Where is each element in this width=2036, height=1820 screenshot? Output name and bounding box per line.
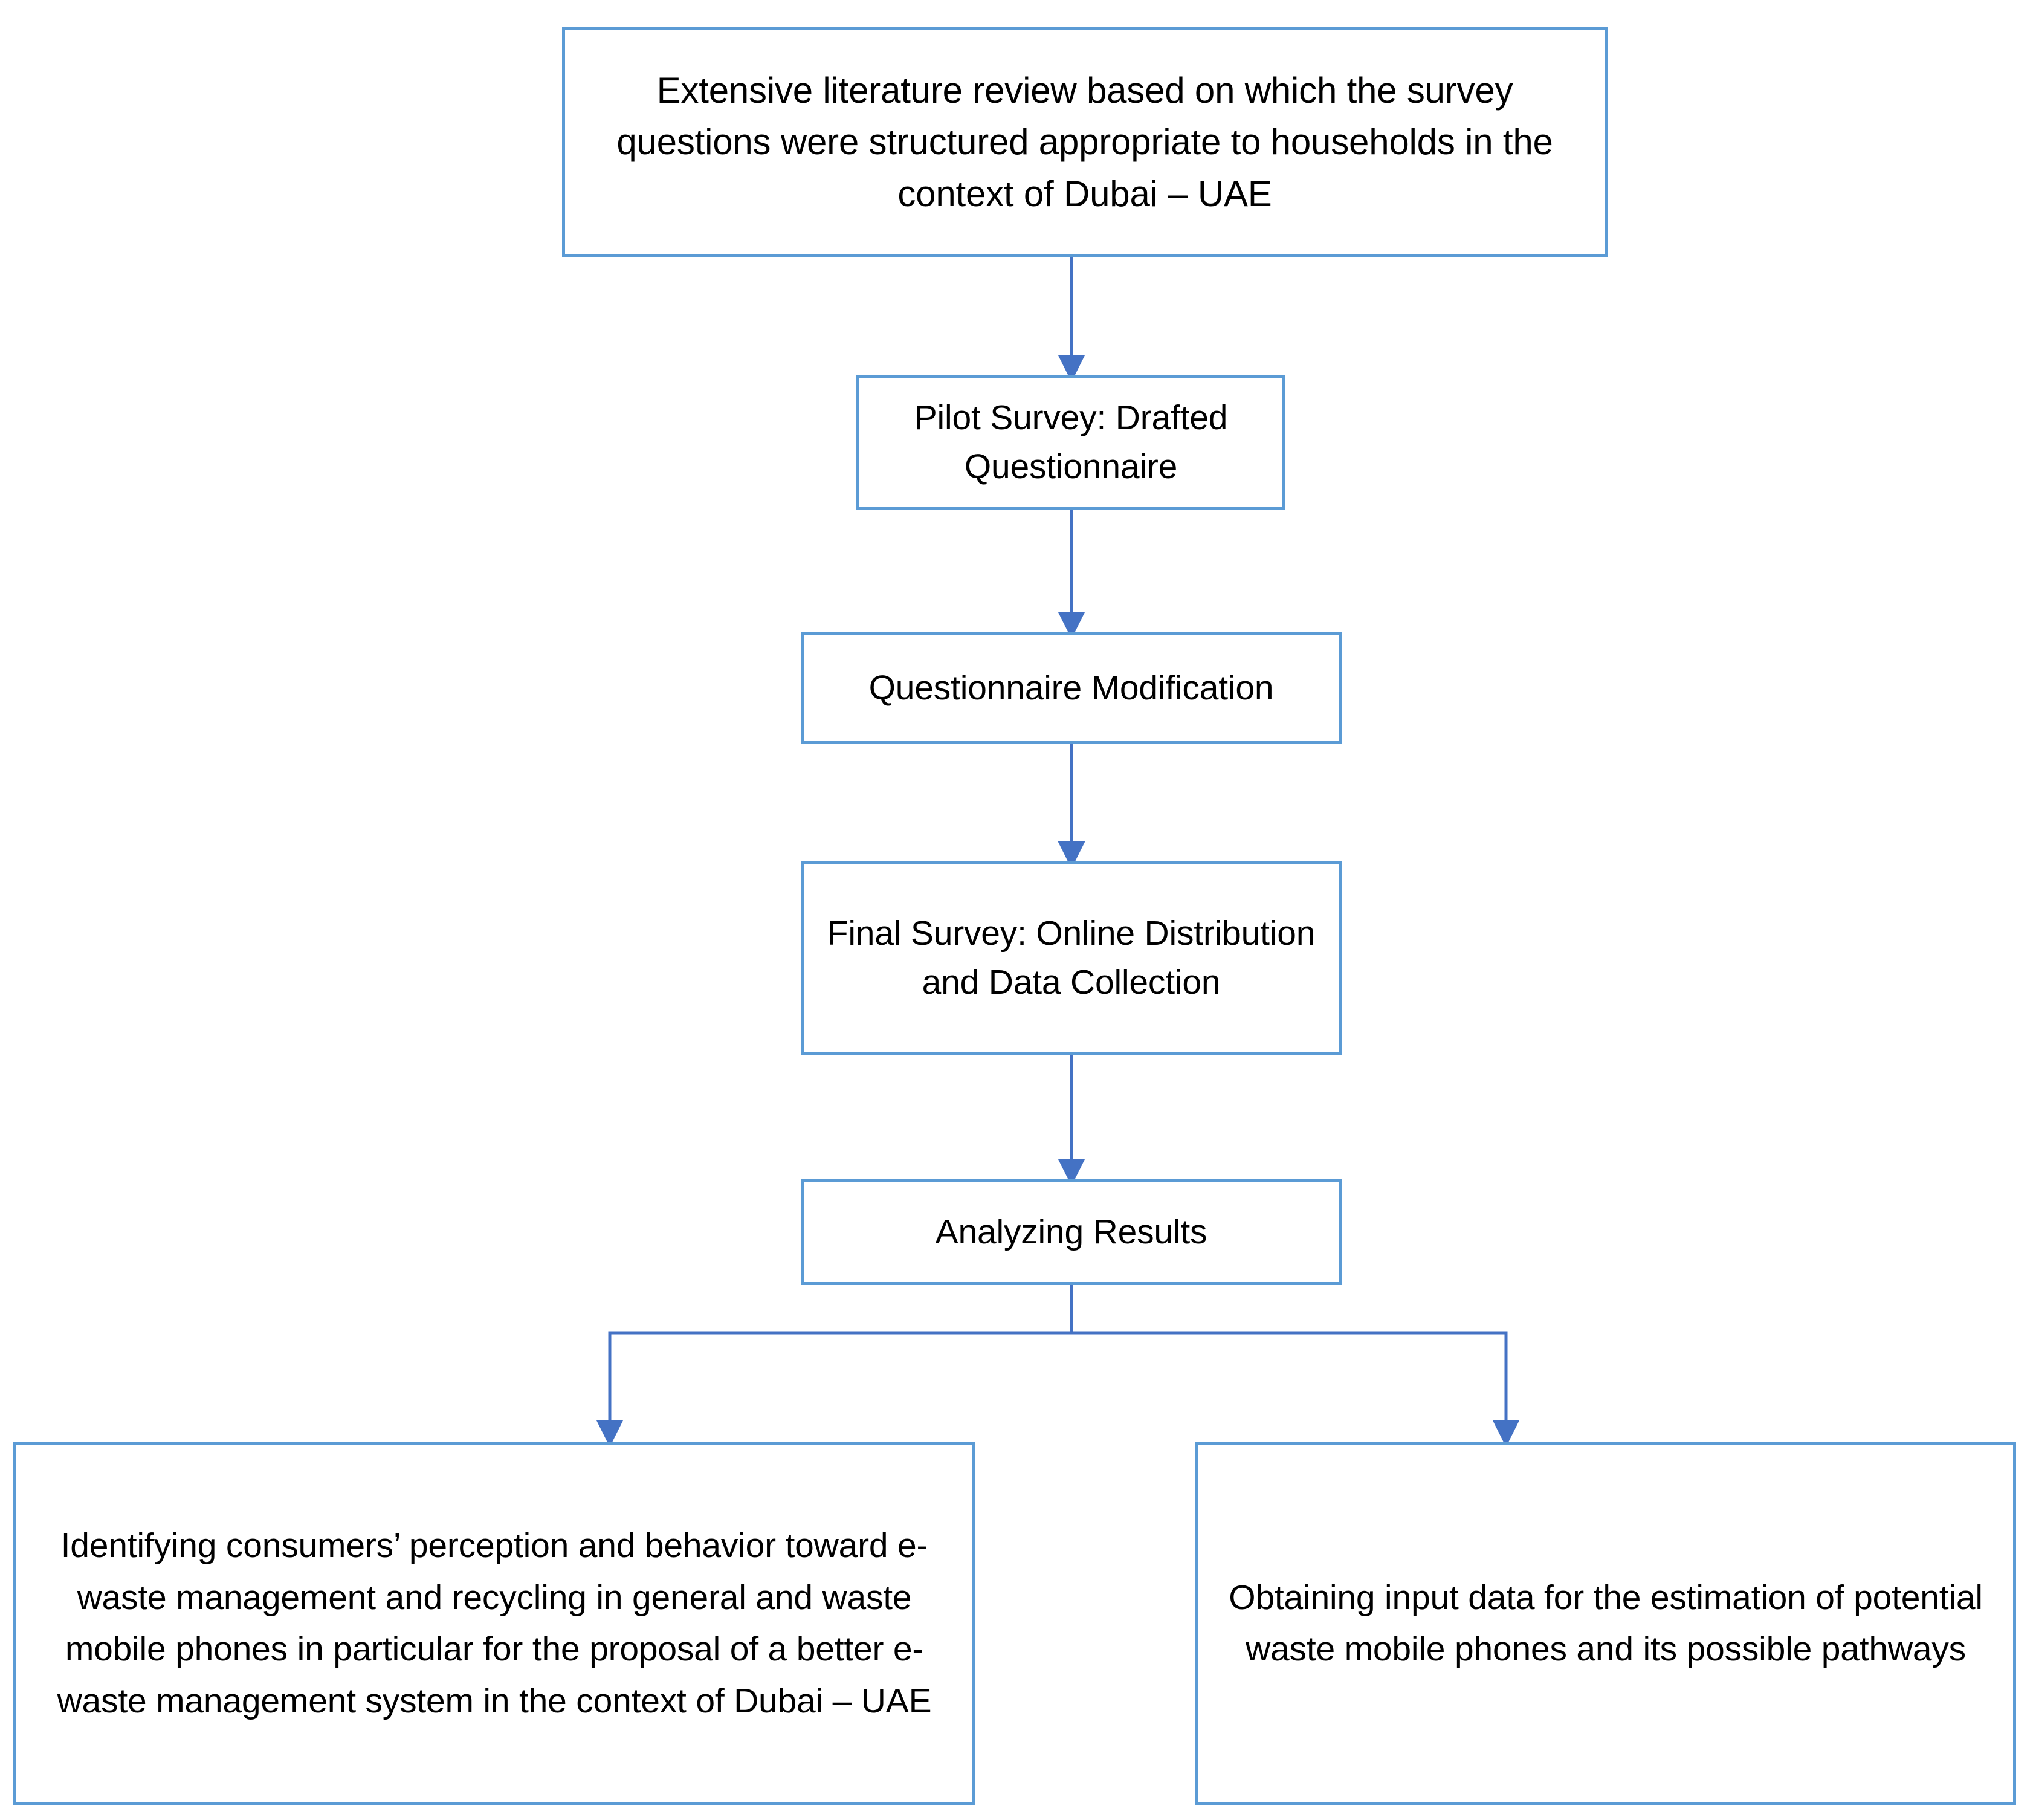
node-analyzing-results-label: Analyzing Results [935,1212,1207,1251]
node-final-survey[interactable]: Final Survey: Online Distribution and Da… [801,861,1342,1055]
node-questionnaire-modification[interactable]: Questionnaire Modification [801,632,1342,744]
node-literature-review-label: Extensive literature review based on whi… [616,70,1553,214]
node-pilot-survey[interactable]: Pilot Survey: Drafted Questionnaire [856,375,1285,510]
node-input-data-label: Obtaining input data for the estimation … [1229,1578,1983,1669]
edge-analyzing-to-input-data [1071,1331,1520,1448]
node-analyzing-results[interactable]: Analyzing Results [801,1179,1342,1285]
node-input-data[interactable]: Obtaining input data for the estimation … [1195,1442,2016,1805]
edge-analyzing-to-consumer-perception [596,1285,1073,1448]
node-questionnaire-modification-label: Questionnaire Modification [868,668,1274,707]
node-consumer-perception-label: Identifying consumers’ perception and be… [57,1526,932,1720]
node-pilot-survey-label: Pilot Survey: Drafted Questionnaire [914,398,1228,486]
node-consumer-perception[interactable]: Identifying consumers’ perception and be… [13,1442,975,1805]
node-final-survey-label: Final Survey: Online Distribution and Da… [827,914,1316,1002]
node-literature-review[interactable]: Extensive literature review based on whi… [562,27,1608,257]
